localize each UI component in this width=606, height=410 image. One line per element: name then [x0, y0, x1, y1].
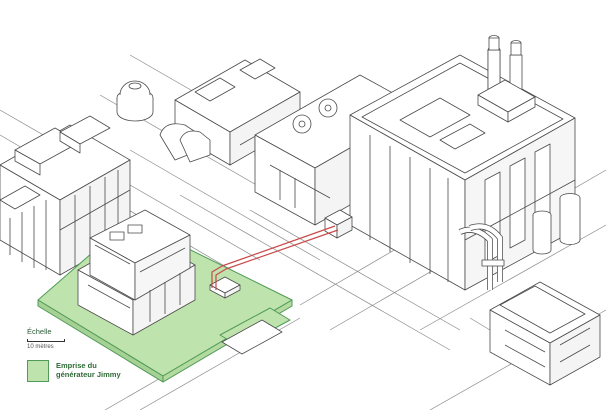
generator-jimmy [77, 209, 196, 336]
scale-distance: 10 mètres [27, 344, 54, 350]
scale-bar [27, 339, 65, 342]
left-office-building [0, 115, 131, 276]
junction-box [209, 276, 241, 299]
mid-left-building [159, 58, 301, 166]
dome-tank [116, 80, 154, 122]
station-junction-box [324, 209, 353, 239]
footprint-swatch [27, 360, 49, 382]
scale-label: Échelle [27, 327, 52, 336]
pipes-and-tanks [458, 193, 581, 290]
bottom-right-building [489, 281, 601, 386]
power-cable [211, 225, 339, 290]
footprint-legend-label: Emprise du générateur Jimmy [56, 361, 121, 379]
